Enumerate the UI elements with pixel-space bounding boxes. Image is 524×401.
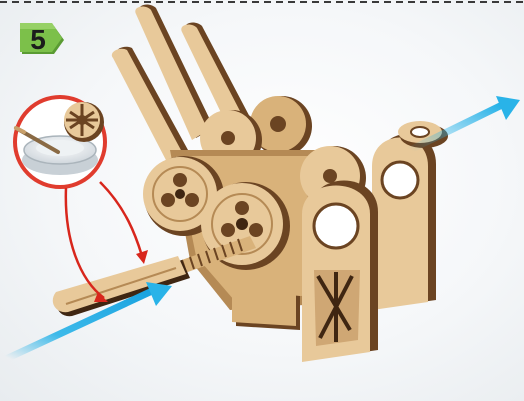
base-feet <box>232 288 300 330</box>
callout-gear-icon <box>64 102 104 142</box>
bearing-stand-rear <box>372 134 436 310</box>
bearing-stand-front <box>302 181 378 363</box>
